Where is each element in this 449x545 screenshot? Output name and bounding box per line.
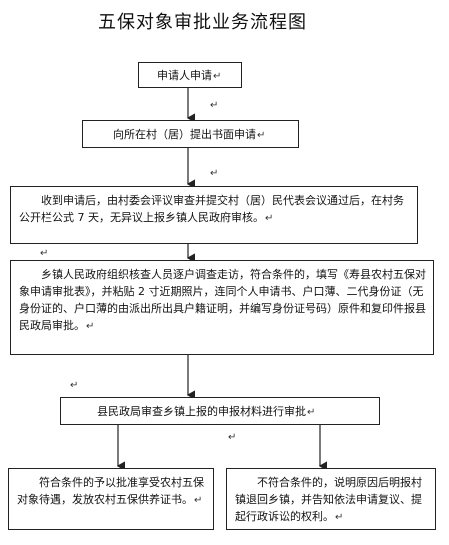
step-county-approval-text: 县民政局审查乡镇上报的申报材料进行审批: [97, 405, 306, 418]
outcome-approved: 符合条件的予以批准享受农村五保对象待遇，发放农村五保供养证书。↵: [8, 468, 214, 530]
outcome-rejected-text: 不符合条件的，说明原因后明报村镇退回乡镇，并告知依法申请复议、提起行政诉讼的权利…: [235, 476, 422, 523]
step-village-review: 收到申请后，由村委会评议审查并提交村（居）民代表会议通过后，在村务公开栏公式 7…: [10, 186, 418, 244]
page-title: 五保对象审批业务流程图: [98, 12, 307, 33]
connector-mark-5: ↵: [228, 432, 236, 443]
step-written-application-text: 向所在村（居）提出书面申请: [113, 128, 256, 141]
connector-mark-3: ↵: [40, 248, 48, 259]
outcome-approved-text: 符合条件的予以批准享受农村五保对象待遇，发放农村五保供养证书。: [17, 476, 204, 506]
step-apply: 申请人申请↵: [138, 62, 242, 88]
connector-mark-4: ↵: [70, 380, 78, 391]
outcome-rejected: 不符合条件的，说明原因后明报村镇退回乡镇，并告知依法申请复议、提起行政诉讼的权利…: [226, 468, 436, 530]
connector-mark-2: ↵: [210, 168, 218, 179]
step-township-check: 乡镇人民政府组织核查人员逐户调查走访，符合条件的，填写《寿县农村五保对象申请审批…: [10, 260, 434, 355]
step-village-review-text: 收到申请后，由村委会评议审查并提交村（居）民代表会议通过后，在村务公开栏公式 7…: [19, 194, 404, 224]
connector-mark-1: ↵: [210, 100, 218, 111]
step-apply-text: 申请人申请: [157, 69, 212, 82]
step-county-approval: 县民政局审查乡镇上报的申报材料进行审批↵: [60, 397, 380, 425]
step-township-check-text: 乡镇人民政府组织核查人员逐户调查走访，符合条件的，填写《寿县农村五保对象申请审批…: [19, 268, 426, 332]
step-written-application: 向所在村（居）提出书面申请↵: [82, 120, 299, 148]
